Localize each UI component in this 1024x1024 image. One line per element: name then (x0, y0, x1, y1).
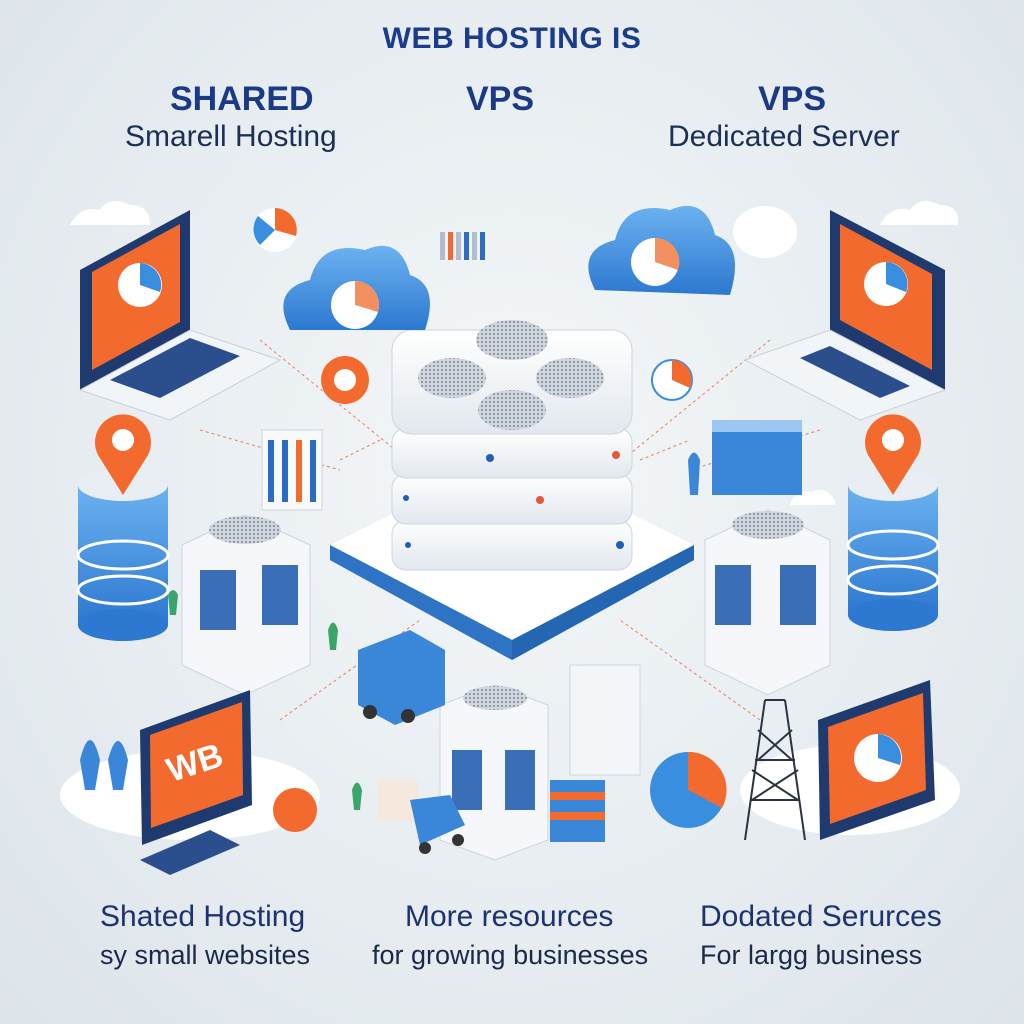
database-right (846, 414, 940, 631)
column-3-subheading: Dedicated Server (668, 120, 900, 153)
cloud-left (283, 245, 430, 330)
column-2-caption-sub: for growing businesses (372, 940, 649, 970)
cloud-right (588, 205, 735, 295)
pie-icon-mid-right (651, 359, 693, 401)
rack-left (261, 429, 323, 511)
right-laptop (743, 210, 947, 421)
database-left (76, 414, 170, 641)
small-cloud-left (70, 201, 150, 225)
column-1-caption: Shated Hosting (100, 900, 306, 933)
tree-icons (168, 452, 700, 810)
column-2-heading: VPS (466, 80, 535, 118)
rack-right (712, 420, 802, 495)
building-bottom-center (439, 684, 549, 861)
bottom-right-monitor (740, 680, 960, 840)
building-left (181, 514, 311, 696)
left-laptop (78, 210, 282, 421)
column-2-caption: More resources (405, 900, 614, 933)
column-3-caption: Dodated Serurces (700, 900, 942, 933)
central-server-stack (391, 320, 633, 571)
building-right (704, 509, 831, 696)
column-1-subheading: Smarell Hosting (125, 120, 337, 153)
page-title: WEB HOSTING IS (382, 22, 642, 55)
small-cloud-right (880, 201, 959, 225)
pie-icon-top-left (253, 208, 297, 252)
small-cloud-center-right (733, 206, 797, 258)
column-3-caption-sub: For largɡ business (700, 940, 923, 970)
column-3-heading: VPS (758, 80, 827, 118)
truck-center (358, 630, 445, 725)
rack-bottom-stack (550, 664, 641, 842)
pie-icon-bottom-right (650, 751, 727, 828)
bottom-left-monitor (60, 690, 320, 875)
column-1-heading: SHARED (170, 80, 314, 118)
column-1-caption-sub: sy small websites (100, 940, 311, 970)
bar-icon-top (440, 232, 485, 260)
truck-bottom (378, 780, 465, 854)
antenna-tower-icon (744, 699, 806, 841)
